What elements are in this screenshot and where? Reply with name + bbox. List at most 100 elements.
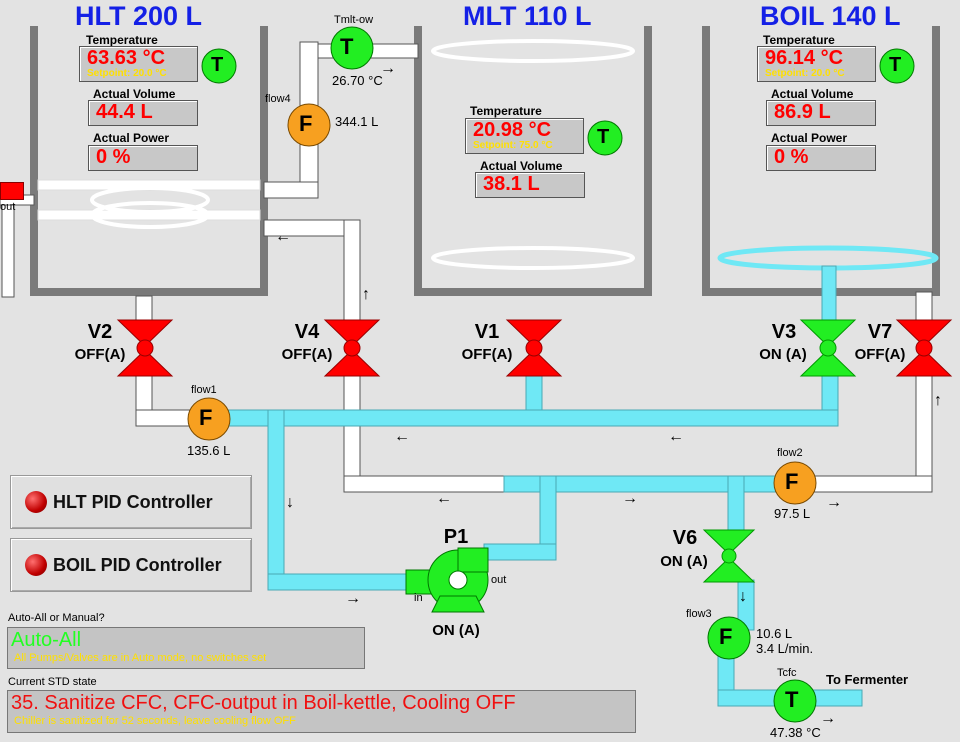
arrow-right-icon: → [345, 590, 361, 607]
flow2-sensor [773, 461, 817, 505]
v2-state: OFF(A) [74, 346, 126, 363]
arrow-right-icon: → [622, 490, 638, 507]
hlt-temp-display: 63.63 °C Setpoint: 20.0 °C [79, 46, 198, 82]
hlt-pow-label: Actual Power [93, 131, 170, 145]
mode-value: Auto-All [11, 629, 82, 651]
flow1-label: flow1 [191, 384, 217, 396]
v7-state: OFF(A) [854, 346, 906, 363]
flow4-value: 344.1 L [335, 114, 379, 129]
boil-vol-display: 86.9 L [766, 100, 876, 126]
hlt-temp-sensor [201, 48, 237, 84]
pump-state: ON (A) [432, 622, 480, 639]
flow1-sensor [187, 397, 231, 441]
pump-name: P1 [443, 526, 469, 548]
hlt-pow-display: 0 % [88, 145, 198, 171]
flow3-rate: 3.4 L/min. [756, 641, 814, 656]
arrow-left-icon: ← [668, 428, 684, 445]
hlt-pid-label: HLT PID Controller [53, 491, 213, 512]
mlt-setpoint: Setpoint: 75.0 °C [473, 140, 553, 151]
boil-vol-value: 86.9 L [774, 101, 831, 123]
mlt-vol-value: 38.1 L [483, 173, 540, 195]
state-label: Current STD state [8, 676, 97, 688]
pump-p1[interactable] [405, 547, 489, 613]
mode-label: Auto-All or Manual? [8, 612, 105, 624]
tcfc-label: Tcfc [777, 667, 797, 679]
mlt-temp-label: Temperature [470, 104, 542, 118]
v6-name: V6 [672, 527, 698, 549]
boil-title: BOIL 140 L [760, 1, 901, 31]
arrow-up-icon: ↑ [362, 286, 370, 303]
mlt-temp-display: 20.98 °C Setpoint: 75.0 °C [465, 118, 584, 154]
tmlt-symbol: T [340, 34, 354, 59]
flow1-value: 135.6 L [187, 443, 231, 458]
tmlt-value: 26.70 °C [332, 73, 383, 88]
flow3-symbol: F [719, 624, 733, 649]
boil-pid-button[interactable]: BOIL PID Controller [10, 538, 252, 592]
hlt-temp-label: Temperature [86, 33, 158, 47]
boil-temp-label: Temperature [763, 33, 835, 47]
hlt-temp-symbol: T [211, 54, 224, 76]
arrow-down-icon: ↓ [739, 588, 747, 605]
v1-state: OFF(A) [461, 346, 513, 363]
hlt-out-indicator [0, 182, 24, 200]
valve-v3[interactable] [799, 319, 857, 377]
led-icon [25, 554, 47, 576]
pump-out-label: out [491, 574, 507, 586]
flow3-value: 10.6 L [756, 626, 793, 641]
to-fermenter-label: To Fermenter [826, 672, 909, 687]
v7-name: V7 [867, 321, 893, 343]
flow2-label: flow2 [777, 447, 803, 459]
boil-temp-symbol: T [889, 54, 902, 76]
flow2-value: 97.5 L [774, 506, 811, 521]
state-panel: 35. Sanitize CFC, CFC-output in Boil-ket… [7, 690, 636, 733]
mode-panel[interactable]: Auto-All All Pumps/Valves are in Auto mo… [7, 627, 365, 669]
hlt-title: HLT 200 L [75, 1, 203, 31]
mlt-temp-value: 20.98 °C [473, 119, 552, 141]
hlt-tank [30, 26, 268, 296]
hlt-pid-button[interactable]: HLT PID Controller [10, 475, 252, 529]
flow4-sensor [287, 103, 331, 147]
arrow-right-icon: → [380, 60, 396, 77]
boil-pid-label: BOIL PID Controller [53, 554, 222, 575]
flow4-symbol: F [299, 111, 313, 136]
pump-in-label: in [414, 592, 423, 604]
tmlt-label: Tmlt-ow [334, 14, 374, 26]
valve-v7[interactable] [895, 319, 953, 377]
hlt-vol-value: 44.4 L [96, 101, 153, 123]
v1-name: V1 [474, 321, 500, 343]
arrow-left-icon: ← [394, 428, 410, 445]
boil-temp-display: 96.14 °C Setpoint: 20.0 °C [757, 46, 876, 82]
v6-state: ON (A) [660, 553, 708, 570]
v4-name: V4 [294, 321, 320, 343]
valve-v2[interactable] [116, 319, 174, 377]
mlt-temp-sensor [587, 120, 623, 156]
v3-name: V3 [771, 321, 797, 343]
arrow-right-icon: → [820, 710, 836, 727]
mlt-vol-label: Actual Volume [480, 159, 563, 173]
valve-v6[interactable] [702, 529, 756, 583]
tmlt-sensor [330, 26, 374, 70]
hlt-pow-value: 0 % [96, 146, 131, 168]
hlt-vol-display: 44.4 L [88, 100, 198, 126]
flow2-symbol: F [785, 469, 799, 494]
valve-v1[interactable] [505, 319, 563, 377]
hlt-vol-label: Actual Volume [93, 87, 176, 101]
flow1-symbol: F [199, 405, 213, 430]
v3-state: ON (A) [759, 346, 807, 363]
active-pipes [225, 265, 863, 707]
v4-state: OFF(A) [281, 346, 333, 363]
arrow-left-icon: ← [436, 490, 452, 507]
arrow-left-icon: ← [275, 228, 291, 245]
arrow-right-icon: → [826, 494, 842, 511]
valve-v4[interactable] [323, 319, 381, 377]
flow3-sensor [707, 616, 751, 660]
boil-setpoint: Setpoint: 20.0 °C [765, 68, 845, 79]
hlt-setpoint: Setpoint: 20.0 °C [87, 68, 167, 79]
boil-temp-value: 96.14 °C [765, 47, 844, 69]
mlt-temp-symbol: T [597, 126, 610, 148]
led-icon [25, 491, 47, 513]
tcfc-symbol: T [785, 687, 799, 712]
arrow-down-icon: ↓ [286, 494, 294, 511]
boil-pow-display: 0 % [766, 145, 876, 171]
